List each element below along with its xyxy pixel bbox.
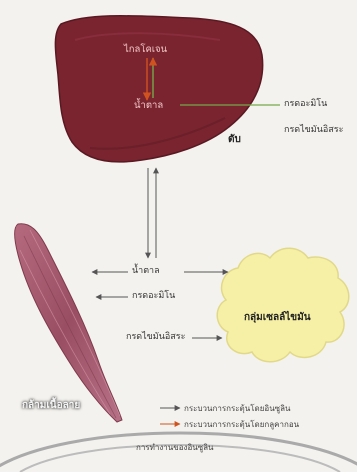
fat-cells-label: กลุ่มเซลล์ไขมัน bbox=[244, 312, 311, 323]
muscle-organ bbox=[15, 224, 122, 422]
fatty-acid-liver-label: กรดไขมันอิสระ bbox=[284, 125, 343, 136]
glucagon-process-label: กระบวนการกระตุ้นโดยกลูคากอน bbox=[184, 419, 299, 430]
fatty-acid-center-label: กรดไขมันอิสระ bbox=[126, 332, 185, 343]
liver-label: ตับ bbox=[228, 134, 241, 145]
sugar-center-label: น้ำตาล bbox=[132, 266, 160, 277]
amino-acid-center-label: กรดอะมิโน bbox=[132, 291, 175, 302]
glycogen-label: ไกลโคเจน bbox=[124, 44, 167, 55]
sugar-liver-label: น้ำตาล bbox=[134, 100, 163, 111]
muscle-label: กล้ามเนื้อลาย bbox=[22, 400, 80, 411]
fat-cell-cluster bbox=[217, 248, 349, 362]
insulin-process-label: กระบวนการกระตุ้นโดยอินซูลิน bbox=[184, 403, 290, 414]
insulin-action-caption: การทำงานของอินซูลิน bbox=[136, 442, 214, 453]
amino-acid-liver-label: กรดอะมิโน bbox=[284, 99, 327, 110]
